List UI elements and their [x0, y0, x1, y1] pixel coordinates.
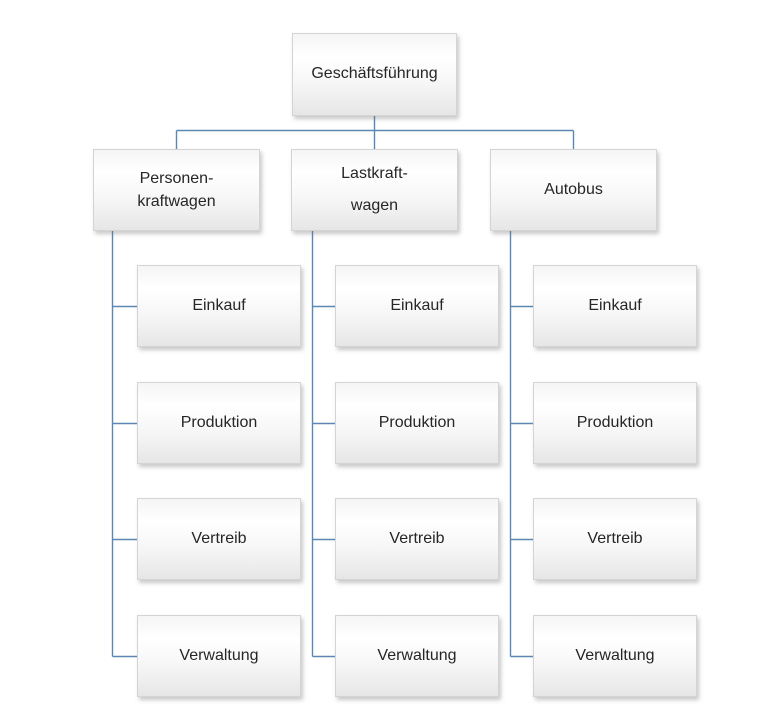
node-produktion-personenkraftwagen[interactable]: Produktion [137, 382, 301, 464]
node-label: Produktion [180, 413, 258, 431]
node-label: Autobus [544, 180, 603, 198]
node-label-line: wagen [350, 197, 399, 214]
node-label: Vertreib [587, 529, 643, 547]
node-vertreib-lastkraftwagen[interactable]: Vertreib [335, 498, 499, 580]
node-label: Produktion [378, 413, 456, 431]
node-autobus[interactable]: Autobus [490, 149, 657, 231]
node-vertreib-personenkraftwagen[interactable]: Vertreib [137, 498, 301, 580]
node-label-line: Lastkraft- [341, 165, 408, 182]
node-label: Verwaltung [575, 646, 655, 664]
node-label: Vertreib [389, 529, 445, 547]
node-verwaltung-personenkraftwagen[interactable]: Verwaltung [137, 615, 301, 697]
node-label: Geschäftsführung [311, 65, 438, 83]
node-label: Verwaltung [377, 646, 457, 664]
node-label: Produktion [576, 413, 654, 431]
node-label-line: Personen- [139, 169, 214, 187]
node-lastkraftwagen[interactable]: Lastkraft- wagen [291, 149, 458, 231]
node-label-line: kraftwagen [137, 193, 216, 210]
node-produktion-lastkraftwagen[interactable]: Produktion [335, 382, 499, 464]
node-einkauf-autobus[interactable]: Einkauf [533, 265, 697, 347]
node-label: Einkauf [588, 296, 642, 314]
node-vertreib-autobus[interactable]: Vertreib [533, 498, 697, 580]
node-verwaltung-lastkraftwagen[interactable]: Verwaltung [335, 615, 499, 697]
node-label: Einkauf [390, 296, 444, 314]
node-label: Verwaltung [179, 646, 259, 664]
node-einkauf-personenkraftwagen[interactable]: Einkauf [137, 265, 301, 347]
node-personenkraftwagen[interactable]: Personen- kraftwagen [93, 149, 260, 231]
node-produktion-autobus[interactable]: Produktion [533, 382, 697, 464]
node-verwaltung-autobus[interactable]: Verwaltung [533, 615, 697, 697]
node-einkauf-lastkraftwagen[interactable]: Einkauf [335, 265, 499, 347]
node-label: Einkauf [192, 296, 246, 314]
node-label: Vertreib [191, 529, 247, 547]
node-geschaeftsfuehrung[interactable]: Geschäftsführung [292, 33, 457, 116]
